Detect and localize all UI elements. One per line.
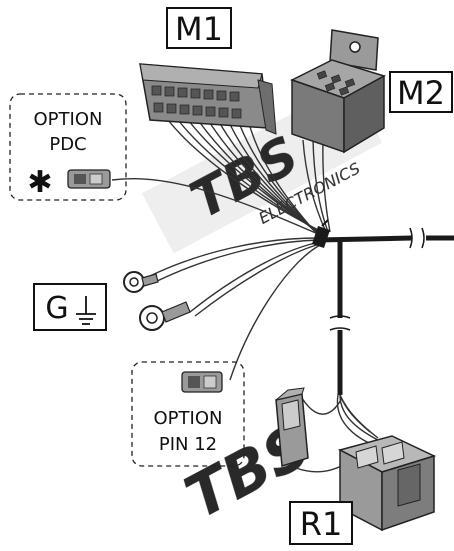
r1-connector xyxy=(337,435,437,532)
cable-junction xyxy=(312,219,330,248)
pin12-connector xyxy=(181,371,223,393)
m2-label: M2 xyxy=(397,74,445,112)
ground-label-box: G xyxy=(33,283,107,331)
ground-ring-terminals xyxy=(123,271,191,331)
r1-label-box: R1 xyxy=(289,501,353,545)
option-pdc-line2: PDC xyxy=(49,134,86,155)
r1-label: R1 xyxy=(300,505,343,543)
ground-symbol-icon xyxy=(76,296,96,325)
pdc-connector xyxy=(67,169,111,189)
ground-label: G xyxy=(45,291,68,326)
option-pin12-box: OPTION PIN 12 xyxy=(131,361,245,467)
option-pdc-box: OPTION PDC ✱ xyxy=(9,93,127,201)
main-cable xyxy=(317,227,454,395)
ground-ring-1 xyxy=(123,271,159,293)
option-pin12-line2: PIN 12 xyxy=(159,434,217,455)
m1-label: M1 xyxy=(175,10,223,48)
asterisk-mark: ✱ xyxy=(27,165,52,200)
option-pin12-line1: OPTION xyxy=(154,408,223,429)
thin-wires xyxy=(111,119,393,473)
m1-connector xyxy=(139,63,277,135)
pin-plug-connector xyxy=(275,387,309,467)
m1-label-box: M1 xyxy=(166,7,232,49)
ground-ring-2 xyxy=(139,301,191,331)
m2-relay xyxy=(290,29,386,154)
option-pdc-line1: OPTION xyxy=(34,109,103,130)
m2-label-box: M2 xyxy=(389,71,453,113)
